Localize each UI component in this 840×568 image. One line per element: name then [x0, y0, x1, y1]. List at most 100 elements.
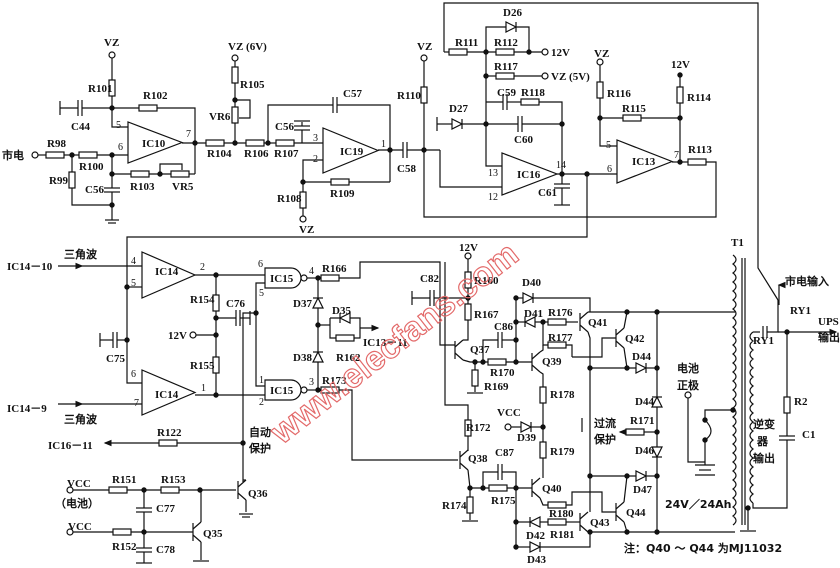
junction: [480, 359, 486, 365]
arrow-icon: [371, 324, 380, 332]
label-r104: R104: [207, 148, 232, 160]
wire: [587, 331, 591, 512]
label-r106: R106: [244, 148, 269, 160]
transistor: [531, 364, 541, 373]
resistor: [420, 86, 428, 104]
transistor: [579, 324, 589, 333]
inverter-bubble: [300, 274, 308, 282]
resistor: [783, 396, 791, 414]
label-bat2: 正极: [677, 378, 700, 392]
label-ic1311: IC13－11: [363, 337, 408, 349]
label-ups2: 输出: [818, 330, 840, 344]
label-q39: Q39: [542, 356, 562, 368]
transistor: [615, 514, 625, 523]
label-d41: D41: [524, 308, 543, 320]
label-d42: D42: [526, 530, 545, 542]
op-amp: [322, 127, 380, 174]
label-ry1a: RY1: [753, 335, 774, 347]
label-c77: C77: [156, 503, 175, 515]
label-r107: R107: [274, 148, 299, 160]
wire: [444, 262, 469, 420]
junction: [526, 49, 532, 55]
label-r171: R171: [630, 415, 654, 427]
resistor: [68, 171, 76, 189]
label-p2d: 2: [200, 262, 205, 273]
transistor: [459, 449, 469, 458]
junction: [213, 272, 219, 278]
resistor: [495, 48, 515, 56]
junction: [624, 529, 630, 535]
diode: [635, 470, 648, 482]
junction: [677, 159, 683, 165]
terminal: [420, 54, 428, 62]
label-r162: R162: [336, 352, 361, 364]
label-p14: 14: [556, 160, 566, 171]
label-p1b: 1: [381, 139, 386, 150]
junction: [597, 115, 603, 121]
junction: [513, 319, 519, 325]
junction: [109, 152, 115, 158]
junction: [483, 49, 489, 55]
junction: [513, 519, 519, 525]
junction: [315, 322, 321, 328]
wire: [572, 337, 616, 358]
label-auto1: 自动: [249, 425, 271, 439]
label-r112: R112: [494, 37, 518, 49]
label-p5d: 5: [131, 278, 136, 289]
label-v12b: 12V: [671, 59, 690, 71]
terminal: [541, 48, 549, 56]
arrow-icon: [75, 262, 84, 270]
wire: [463, 320, 469, 341]
junction: [483, 73, 489, 79]
label-c76: C76: [226, 298, 245, 310]
label-r115: R115: [622, 103, 646, 115]
junction: [232, 97, 238, 103]
terminal: [541, 72, 549, 80]
wire: [539, 101, 563, 184]
label-r122: R122: [157, 427, 182, 439]
resistor: [108, 79, 116, 97]
resistor: [487, 358, 507, 366]
transistor: [579, 524, 589, 533]
resistor: [547, 341, 567, 349]
junction: [213, 392, 219, 398]
junction: [654, 365, 660, 371]
resistor: [108, 486, 128, 494]
junction: [232, 140, 238, 146]
resistor: [160, 486, 180, 494]
label-d47: D47: [633, 484, 652, 496]
label-r101: R101: [88, 83, 112, 95]
junction: [124, 337, 130, 343]
label-r99: R99: [49, 175, 68, 187]
wire: [71, 188, 112, 206]
label-ic15a: IC15: [270, 273, 294, 285]
label-d27: D27: [449, 103, 468, 115]
label-ic10: IC10: [142, 138, 166, 150]
label-c87: C87: [495, 447, 514, 459]
label-ic19: IC19: [340, 146, 364, 158]
resistor: [45, 151, 65, 159]
wire: [539, 371, 544, 387]
label-vz2: VZ: [299, 224, 314, 236]
diode: [651, 446, 663, 459]
junction: [677, 72, 683, 78]
junction: [587, 365, 593, 371]
op-amp: [127, 121, 184, 164]
label-c61: C61: [538, 187, 557, 199]
junction: [559, 121, 565, 127]
label-d44b: D44: [635, 396, 654, 408]
junction: [587, 473, 593, 479]
arrow-icon: [618, 428, 627, 436]
transistor: [192, 534, 202, 543]
resistor: [330, 178, 350, 186]
label-p3b: 3: [313, 133, 318, 144]
label-t1: T1: [731, 237, 744, 249]
resistor: [275, 139, 295, 147]
wire: [482, 471, 498, 488]
label-vccb: VCC: [67, 478, 91, 490]
junction: [465, 295, 471, 301]
label-r160: R160: [474, 275, 499, 287]
junction: [197, 487, 203, 493]
label-r117: R117: [494, 61, 518, 73]
